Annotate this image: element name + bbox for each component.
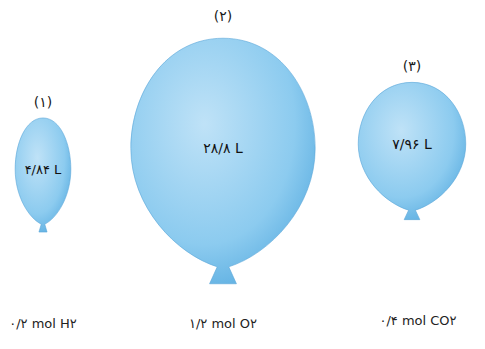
balloon: (۱) ۴/۸۴ L xyxy=(14,94,72,234)
balloon: (۲) ۲۸/۸ L xyxy=(127,8,319,288)
balloon-number: (۱) xyxy=(14,94,72,110)
balloon-number: (۲) xyxy=(127,8,319,24)
balloon-number: (۳) xyxy=(356,58,468,74)
volume-label: ۲۸/۸ L xyxy=(127,140,319,156)
amount-label: ۰/۲ mol H۲ xyxy=(9,316,77,331)
balloon-shape xyxy=(127,34,319,288)
volume-label: ۷/۹۶ L xyxy=(356,136,468,152)
amount-label: ۱/۲ mol O۲ xyxy=(189,316,257,331)
volume-label: ۴/۸۴ L xyxy=(14,162,72,177)
amount-label: ۰/۴ mol CO۲ xyxy=(379,313,456,328)
balloon: (۳) ۷/۹۶ L xyxy=(356,58,468,222)
